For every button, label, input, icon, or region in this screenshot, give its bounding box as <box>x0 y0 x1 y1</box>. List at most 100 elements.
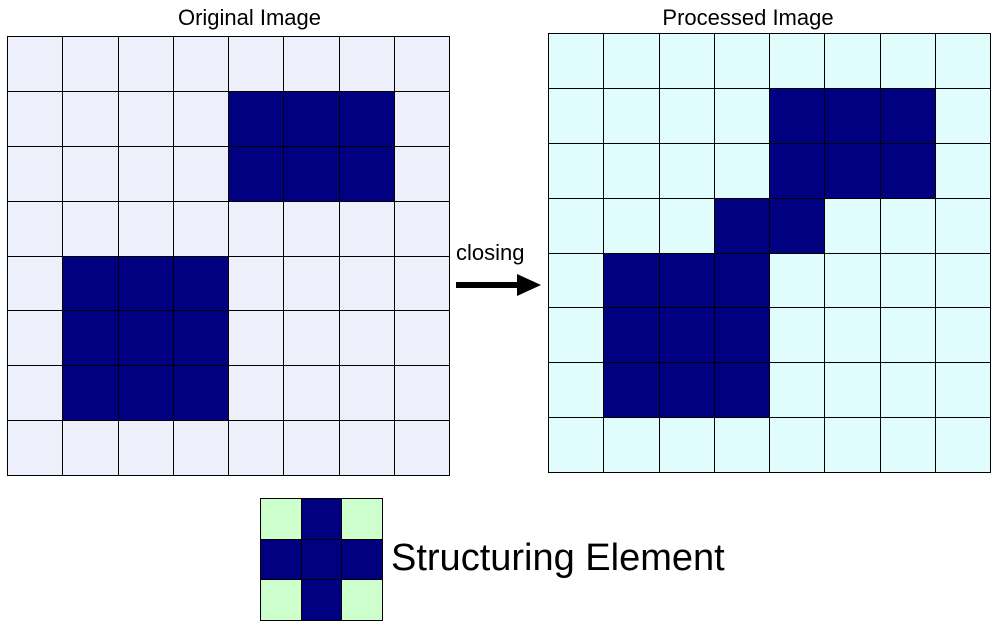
structuring-element-cell-off <box>261 499 302 540</box>
processed-image-cell-on <box>770 198 826 254</box>
processed-image-cell-off <box>604 88 660 144</box>
processed-image-cell-off <box>825 363 881 419</box>
processed-image-cell-off <box>880 198 936 254</box>
original-image-cell-on <box>118 311 174 367</box>
original-image-cell-off <box>8 201 64 257</box>
original-image-cell-off <box>63 91 119 147</box>
processed-image-cell-on <box>880 88 936 144</box>
original-image-cell-off <box>118 201 174 257</box>
original-image-cell-off <box>394 256 450 312</box>
original-image-cell-off <box>173 421 229 476</box>
original-image-cell-off <box>284 256 340 312</box>
processed-image-cell-on <box>714 198 770 254</box>
processed-image-cell-off <box>935 418 991 473</box>
processed-image-cell-off <box>549 253 605 309</box>
processed-image-cell-on <box>770 143 826 199</box>
processed-image-cell-off <box>604 418 660 473</box>
processed-image-cell-off <box>825 418 881 473</box>
processed-image-cell-on <box>770 88 826 144</box>
original-image-cell-off <box>229 201 285 257</box>
structuring-element-cell-on <box>261 539 302 581</box>
processed-image-cell-off <box>549 88 605 144</box>
processed-image-cell-off <box>549 308 605 364</box>
original-image-title: Original Image <box>177 5 322 30</box>
original-image-cell-on <box>118 256 174 312</box>
processed-image-cell-on <box>825 143 881 199</box>
original-image-cell-off <box>118 146 174 202</box>
processed-image-cell-off <box>935 34 991 89</box>
processed-image-cell-off <box>549 418 605 473</box>
original-image-cell-on <box>284 91 340 147</box>
processed-image-cell-off <box>714 88 770 144</box>
processed-image-cell-on <box>880 143 936 199</box>
structuring-element-cell-off <box>342 580 383 621</box>
processed-image-grid <box>548 33 991 473</box>
structuring-element-grid <box>260 498 383 621</box>
original-image-cell-on <box>173 256 229 312</box>
processed-image-cell-off <box>659 198 715 254</box>
original-image-cell-off <box>8 256 64 312</box>
original-image-cell-off <box>118 37 174 92</box>
processed-image-cell-on <box>659 308 715 364</box>
processed-image-cell-off <box>825 198 881 254</box>
original-image-cell-off <box>284 37 340 92</box>
processed-image-cell-off <box>659 34 715 89</box>
processed-image-cell-off <box>604 198 660 254</box>
processed-image-cell-off <box>935 143 991 199</box>
original-image-cell-off <box>173 201 229 257</box>
processed-image-cell-on <box>604 308 660 364</box>
original-image-cell-off <box>339 201 395 257</box>
original-image-cell-on <box>339 146 395 202</box>
structuring-element-label: Structuring Element <box>391 537 725 579</box>
original-image-cell-on <box>229 146 285 202</box>
original-image-cell-off <box>118 91 174 147</box>
original-image-grid <box>7 36 450 476</box>
original-image-cell-off <box>339 256 395 312</box>
original-image-cell-off <box>229 366 285 422</box>
original-image-cell-off <box>394 146 450 202</box>
original-image-cell-off <box>8 311 64 367</box>
processed-image-cell-on <box>714 308 770 364</box>
processed-image-cell-off <box>935 253 991 309</box>
structuring-element-cell-on <box>342 539 383 581</box>
processed-image-cell-off <box>935 363 991 419</box>
processed-image-cell-off <box>880 253 936 309</box>
original-image-cell-off <box>8 421 64 476</box>
processed-image-cell-on <box>604 363 660 419</box>
original-image-cell-on <box>173 366 229 422</box>
original-image-cell-off <box>394 366 450 422</box>
original-image-cell-off <box>394 421 450 476</box>
processed-image-cell-off <box>549 143 605 199</box>
original-image-cell-on <box>284 146 340 202</box>
original-image-cell-off <box>63 146 119 202</box>
processed-image-cell-off <box>770 253 826 309</box>
structuring-element-cell-on <box>301 539 343 581</box>
processed-image-cell-off <box>714 34 770 89</box>
processed-image-cell-off <box>770 418 826 473</box>
original-image-cell-off <box>229 311 285 367</box>
processed-image-cell-off <box>659 143 715 199</box>
processed-image-cell-off <box>549 34 605 89</box>
original-image-cell-on <box>118 366 174 422</box>
original-image-cell-off <box>339 421 395 476</box>
original-image-cell-on <box>173 311 229 367</box>
original-image-cell-off <box>229 256 285 312</box>
processed-image-cell-off <box>880 363 936 419</box>
processed-image-title: Processed Image <box>662 5 834 30</box>
original-image-cell-on <box>63 256 119 312</box>
original-image-cell-off <box>394 37 450 92</box>
original-image-cell-off <box>173 91 229 147</box>
original-image-cell-on <box>229 91 285 147</box>
original-image-cell-off <box>8 91 64 147</box>
processed-image-cell-off <box>825 34 881 89</box>
structuring-element-cell-off <box>342 499 383 540</box>
processed-image-cell-off <box>549 198 605 254</box>
processed-image-cell-off <box>935 308 991 364</box>
processed-image-cell-off <box>659 88 715 144</box>
original-image-cell-off <box>8 37 64 92</box>
processed-image-cell-off <box>880 34 936 89</box>
original-image-cell-off <box>229 37 285 92</box>
processed-image-cell-off <box>770 34 826 89</box>
processed-image-cell-off <box>935 88 991 144</box>
processed-image-cell-off <box>714 143 770 199</box>
